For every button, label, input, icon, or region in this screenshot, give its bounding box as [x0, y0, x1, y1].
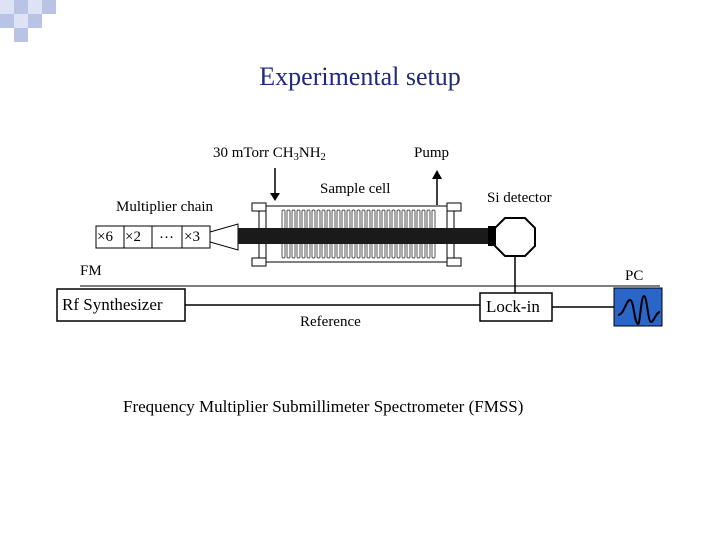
- sample-cell: [238, 202, 496, 267]
- multiplier-chain-label: Multiplier chain: [116, 199, 214, 215]
- multiplier-x6: ×6: [97, 229, 113, 245]
- sample-cell-label: Sample cell: [320, 181, 391, 197]
- lock-in-label: Lock-in: [486, 297, 540, 316]
- pc-label: PC: [625, 268, 644, 284]
- multiplier-x3: ×3: [184, 229, 200, 245]
- feed-horn: [209, 223, 239, 251]
- multiplier-chain-boxes: [95, 225, 211, 249]
- pc-screen: [613, 287, 663, 327]
- si-detector-label: Si detector: [487, 190, 552, 206]
- fm-label: FM: [80, 263, 102, 279]
- gas-inlet-arrow: [270, 168, 280, 201]
- reference-label: Reference: [300, 314, 361, 330]
- gas-pressure-label: 30 mTorr CH3NH2: [213, 145, 326, 163]
- multiplier-x2: ×2: [125, 229, 141, 245]
- rf-synthesizer-label: Rf Synthesizer: [62, 295, 163, 314]
- rf-synthesizer-box: [56, 288, 186, 322]
- setup-caption: Frequency Multiplier Submillimeter Spect…: [123, 397, 524, 416]
- corner-decoration: [0, 0, 56, 42]
- pump-label: Pump: [414, 145, 450, 161]
- si-detector-body: [494, 217, 536, 257]
- pump-arrow: [432, 170, 442, 205]
- slide-title: Experimental setup: [259, 62, 461, 91]
- lock-in-box: [479, 292, 553, 322]
- multiplier-dots: …: [159, 226, 174, 242]
